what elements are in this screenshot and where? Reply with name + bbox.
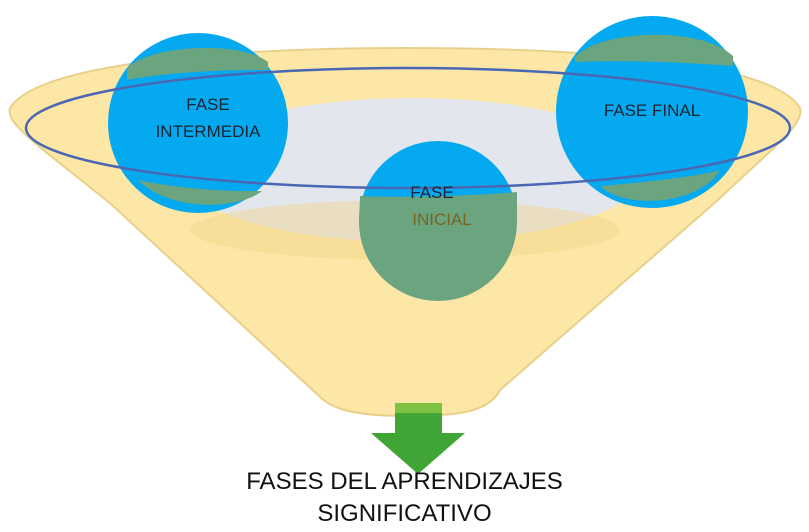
caption-line1: FASES DEL APRENDIZAJES — [246, 468, 563, 495]
fase-intermedia-line2: INTERMEDIA — [156, 122, 262, 141]
funnel-rim-ellipse — [24, 66, 792, 190]
circle-fase-intermedia — [108, 33, 288, 213]
circle-green-overlaps — [127, 34, 733, 301]
circle-fase-final — [556, 16, 748, 208]
caption-line2: SIGNIFICATIVO — [317, 500, 492, 527]
fase-inicial-line2: INICIAL — [412, 210, 472, 229]
fase-intermedia-line1: FASE — [186, 95, 229, 114]
fase-final-label: FASE FINAL — [604, 101, 700, 120]
fase-inicial-line1: FASE — [410, 183, 453, 202]
down-arrow-icon — [371, 403, 465, 474]
